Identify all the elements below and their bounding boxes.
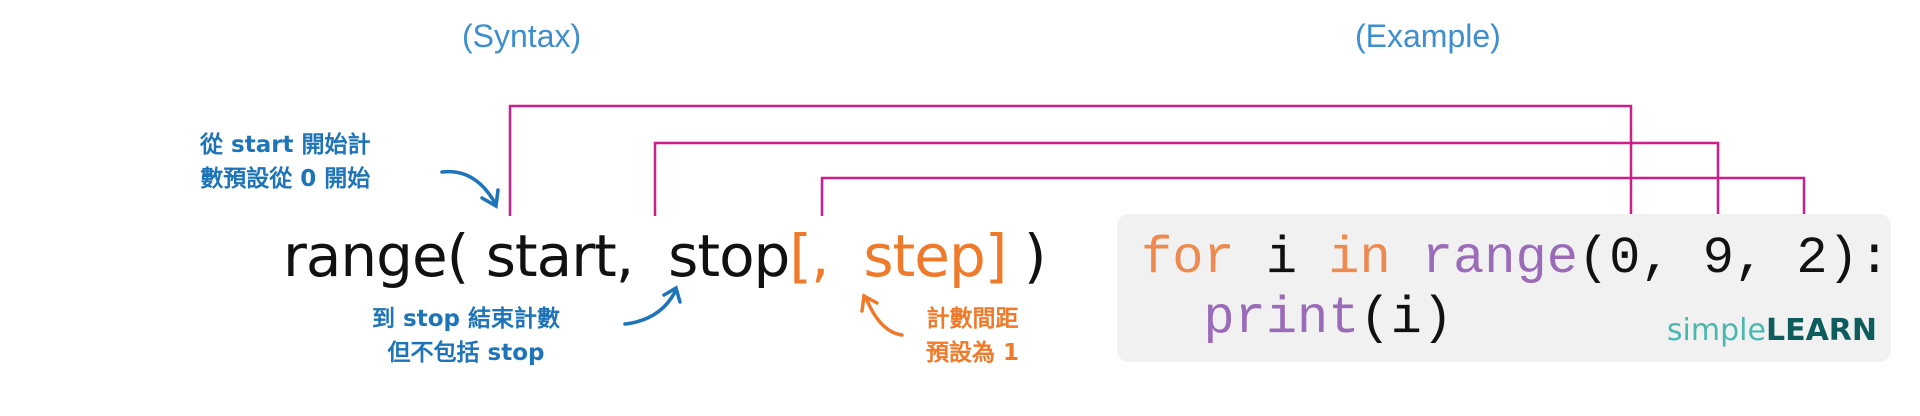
start-note-line1: 從 start 開始計 [200, 132, 371, 158]
start-note: 從 start 開始計 數預設從 0 開始 [200, 128, 371, 196]
syntax-heading: (Syntax) [462, 18, 582, 54]
start-connector [508, 104, 1631, 228]
simplelearn-logo: simpleLEARN [1667, 313, 1877, 348]
syntax-close: ) [1006, 222, 1047, 290]
step-note-line2: 預設為 1 [926, 340, 1020, 366]
keyword-in: in [1328, 229, 1391, 288]
code-line-2: print(i) [1141, 288, 1453, 350]
indent [1141, 289, 1203, 348]
range-arguments: (0, 9, 2): [1577, 229, 1890, 288]
start-note-line2: 數預設從 0 開始 [200, 166, 371, 192]
code-line-1: for i in range(0, 9, 2): [1141, 228, 1890, 290]
stop-connector [653, 141, 1718, 228]
step-connector [820, 176, 1804, 228]
step-note: 計數間距 預設為 1 [926, 302, 1019, 370]
code-example-box: for i in range(0, 9, 2): print(i) simple… [1117, 214, 1891, 362]
example-heading: (Example) [1355, 18, 1501, 54]
step-note-arrow [864, 296, 904, 337]
range-syntax: range( start, stop[, step] ) [283, 222, 1047, 290]
function-range: range [1421, 229, 1578, 288]
logo-simple: simple [1666, 313, 1766, 348]
function-print: print [1203, 289, 1360, 348]
syntax-required: range( start, stop [283, 222, 790, 290]
space [1391, 229, 1422, 288]
step-note-line1: 計數間距 [926, 306, 1019, 332]
keyword-for: for [1141, 229, 1235, 288]
syntax-optional-step: [, step] [789, 222, 1007, 290]
print-arguments: (i) [1359, 289, 1454, 348]
loop-variable: i [1234, 229, 1329, 288]
stop-note: 到 stop 結束計數 但不包括 stop [372, 302, 560, 370]
stop-note-line1: 到 stop 結束計數 [372, 306, 560, 332]
stop-note-arrow [623, 290, 677, 326]
stop-note-line2: 但不包括 stop [387, 340, 545, 366]
start-note-arrow [440, 169, 497, 205]
logo-learn: LEARN [1765, 313, 1877, 348]
